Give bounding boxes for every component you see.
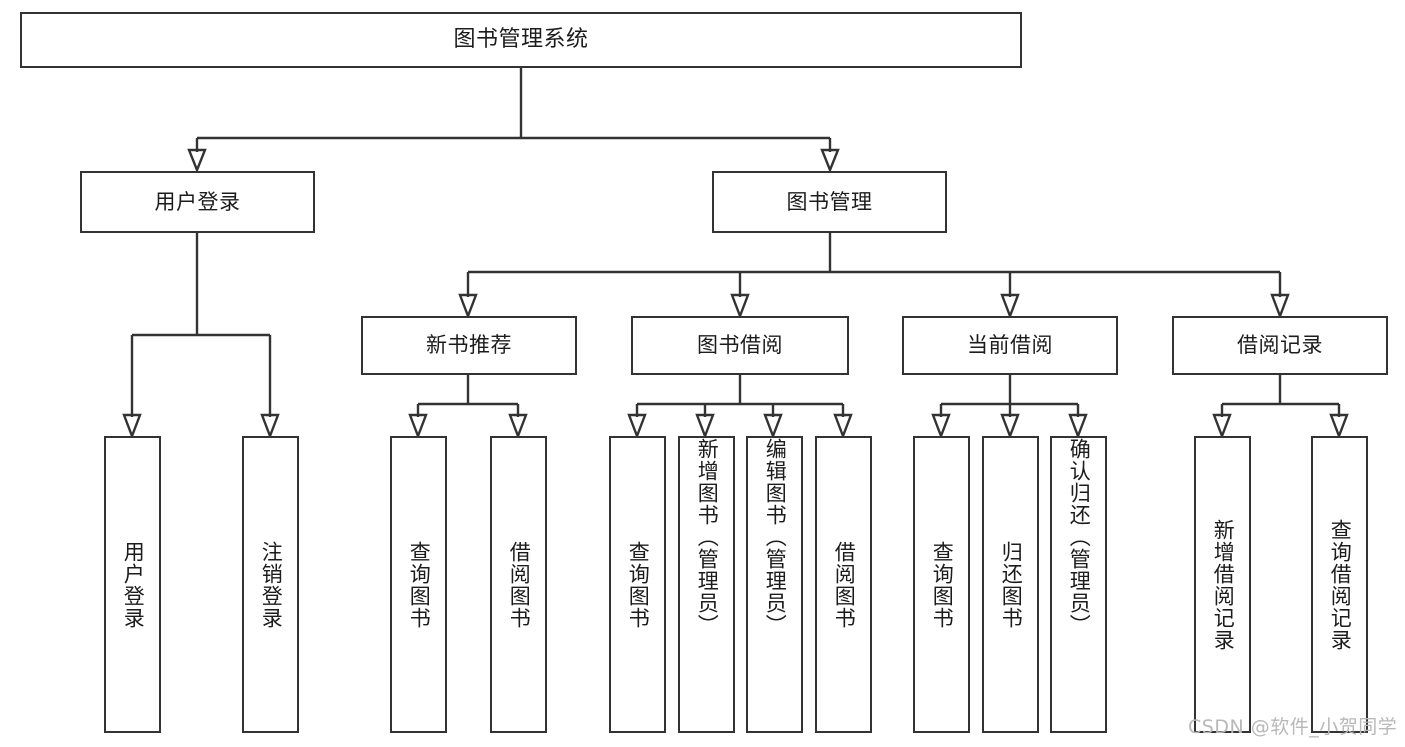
leaf-user-login[interactable]: 用户登录 — [104, 436, 161, 733]
leaf-logout[interactable]: 注销登录 — [242, 436, 299, 733]
leaf-query-books-current-label: 查询图书 — [930, 540, 955, 629]
leaf-confirm-return-admin-label: 确认归还（管理员） — [1067, 438, 1092, 636]
leaf-query-borrow-record[interactable]: 查询借阅记录 — [1311, 436, 1368, 733]
node-new-book-recommend[interactable]: 新书推荐 — [361, 316, 577, 375]
leaf-add-book-admin-label: 新增图书（管理员） — [695, 438, 720, 636]
node-root-label: 图书管理系统 — [453, 27, 589, 53]
leaf-query-books-current[interactable]: 查询图书 — [913, 436, 970, 733]
node-book-management[interactable]: 图书管理 — [712, 171, 947, 233]
leaf-borrow-books-borrow[interactable]: 借阅图书 — [815, 436, 872, 733]
leaf-edit-book-admin-label: 编辑图书（管理员） — [763, 438, 788, 636]
node-book-borrow[interactable]: 图书借阅 — [631, 316, 849, 375]
leaf-query-books-borrow[interactable]: 查询图书 — [609, 436, 666, 733]
leaf-query-books-recommend-label: 查询图书 — [407, 540, 432, 629]
leaf-add-borrow-record[interactable]: 新增借阅记录 — [1194, 436, 1251, 733]
leaf-borrow-books-recommend[interactable]: 借阅图书 — [490, 436, 547, 733]
leaf-add-borrow-record-label: 新增借阅记录 — [1211, 518, 1236, 651]
node-book-borrow-label: 图书借阅 — [697, 333, 783, 358]
node-root[interactable]: 图书管理系统 — [20, 12, 1022, 68]
leaf-add-book-admin[interactable]: 新增图书（管理员） — [678, 436, 735, 733]
leaf-return-books[interactable]: 归还图书 — [982, 436, 1039, 733]
node-book-management-label: 图书管理 — [786, 189, 873, 214]
watermark: CSDN @软件_小贺同学 — [1188, 716, 1398, 738]
leaf-query-books-recommend[interactable]: 查询图书 — [390, 436, 447, 733]
leaf-confirm-return-admin[interactable]: 确认归还（管理员） — [1050, 436, 1107, 733]
leaf-borrow-books-borrow-label: 借阅图书 — [832, 540, 857, 629]
node-current-borrow[interactable]: 当前借阅 — [902, 316, 1118, 375]
leaf-return-books-label: 归还图书 — [999, 540, 1024, 629]
leaf-edit-book-admin[interactable]: 编辑图书（管理员） — [746, 436, 803, 733]
node-user-login-label: 用户登录 — [154, 189, 241, 214]
node-borrow-record[interactable]: 借阅记录 — [1172, 316, 1388, 375]
leaf-query-books-borrow-label: 查询图书 — [626, 540, 651, 629]
leaf-user-login-label: 用户登录 — [121, 540, 146, 629]
node-borrow-record-label: 借阅记录 — [1237, 333, 1323, 358]
node-user-login[interactable]: 用户登录 — [80, 171, 315, 233]
leaf-logout-label: 注销登录 — [259, 540, 284, 629]
node-new-book-recommend-label: 新书推荐 — [426, 333, 512, 358]
node-current-borrow-label: 当前借阅 — [967, 333, 1053, 358]
leaf-query-borrow-record-label: 查询借阅记录 — [1328, 518, 1353, 651]
leaf-borrow-books-recommend-label: 借阅图书 — [507, 540, 532, 629]
